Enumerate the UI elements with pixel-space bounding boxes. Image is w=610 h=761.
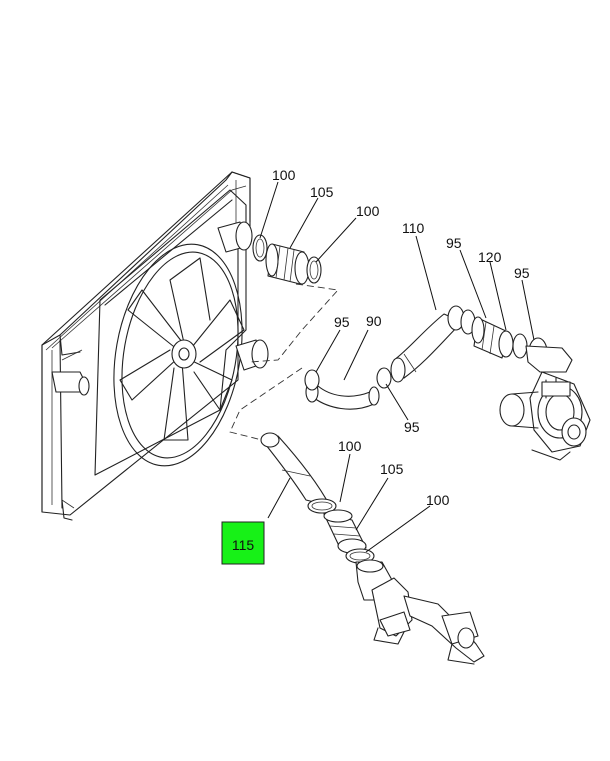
hose-110 [390, 305, 465, 383]
callout-95-c: 95 [334, 314, 350, 330]
radiator-outlet-lower [235, 339, 269, 371]
callout-95-a: 95 [446, 235, 462, 251]
hose-115 [260, 432, 331, 507]
upper-hose-105 [265, 243, 310, 285]
radiator-outlet-upper [217, 221, 253, 253]
radiator [41, 171, 251, 521]
callout-100-top-a: 100 [272, 167, 296, 183]
callout-115: 115 [232, 537, 255, 553]
alignment-line-upper [249, 283, 339, 363]
turbocharger [499, 345, 591, 461]
leader-lines [259, 181, 535, 553]
upper-clamp-100-a [252, 234, 268, 262]
lower-hose-105 [323, 509, 367, 554]
callout-120: 120 [478, 249, 502, 265]
callout-100-low-b: 100 [426, 492, 450, 508]
highlight-callout-115[interactable]: 115 [221, 521, 265, 565]
fan-shroud [94, 189, 247, 476]
clamp-95-right [376, 367, 392, 389]
lower-clamp-100-a [307, 498, 337, 514]
callout-95-b: 95 [514, 265, 530, 281]
callout-105-top: 105 [310, 184, 334, 200]
alignment-line-lower [229, 367, 303, 441]
lower-elbow-pipe [355, 559, 485, 665]
hose-90 [305, 381, 380, 410]
highlight-box [221, 521, 265, 565]
upper-clamp-100-b [306, 256, 322, 284]
callout-110: 110 [402, 220, 425, 236]
callout-105-low: 105 [380, 461, 404, 477]
callout-100-low-a: 100 [338, 438, 362, 454]
clamp-95-left [304, 369, 320, 391]
callout-100-top-b: 100 [356, 203, 380, 219]
fan [119, 257, 245, 441]
callout-90: 90 [366, 313, 382, 329]
callout-95-d: 95 [404, 419, 420, 435]
